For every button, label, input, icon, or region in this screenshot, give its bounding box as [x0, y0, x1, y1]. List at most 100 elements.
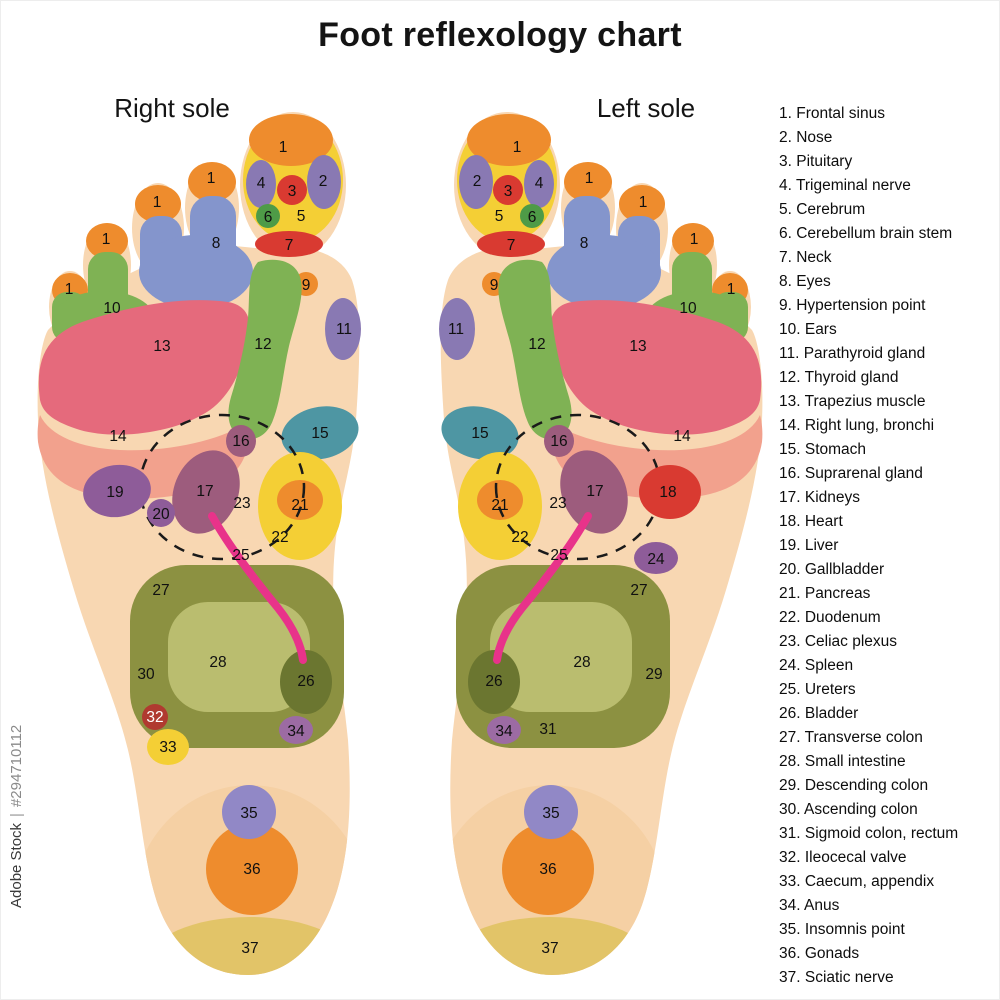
foot-label-right-27: 27 — [152, 582, 169, 599]
legend-item-2: 2. Nose — [779, 129, 833, 146]
legend-item-29: 29. Descending colon — [779, 777, 929, 794]
foot-label-right-2: 2 — [319, 173, 328, 190]
region-caecum-appendix — [147, 729, 189, 765]
watermark-id: #294710112 — [8, 724, 25, 808]
watermark: Adobe Stock | #294710112 — [8, 725, 25, 908]
foot-label-right-30: 30 — [137, 666, 155, 683]
foot-label-right-11: 11 — [336, 321, 352, 338]
legend-item-11: 11. Parathyroid gland — [779, 345, 926, 362]
foot-label-right-17: 17 — [196, 483, 213, 500]
foot-label-left-11: 11 — [448, 321, 464, 338]
region-heart — [639, 465, 701, 519]
legend-item-10: 10. Ears — [779, 321, 837, 338]
foot-label-right-37: 37 — [241, 940, 258, 957]
right-sole-label: Right sole — [114, 93, 230, 123]
foot-label-left-36: 36 — [539, 861, 556, 878]
foot-label-left-6: 6 — [528, 209, 537, 226]
legend-item-20: 20. Gallbladder — [779, 561, 885, 578]
foot-label-right-1: 1 — [279, 139, 288, 156]
foot-label-right-1: 1 — [153, 194, 162, 211]
legend-item-21: 21. Pancreas — [779, 585, 871, 602]
legend-item-35: 35. Insomnis point — [779, 921, 905, 938]
foot-label-left-29: 29 — [645, 666, 662, 683]
legend-item-18: 18. Heart — [779, 513, 843, 530]
foot-label-right-1: 1 — [207, 170, 216, 187]
foot-label-left-22: 22 — [511, 529, 528, 546]
foot-label-left-27: 27 — [630, 582, 647, 599]
foot-label-right-19: 19 — [106, 484, 123, 501]
foot-label-right-9: 9 — [302, 277, 311, 294]
foot-label-right-34: 34 — [287, 723, 305, 740]
foot-label-right-13: 13 — [153, 338, 170, 355]
left-foot-extras — [634, 465, 701, 574]
region-spleen — [634, 542, 678, 574]
foot-label-left-3: 3 — [504, 183, 513, 200]
legend-item-31: 31. Sigmoid colon, rectum — [779, 825, 959, 842]
foot-label-right-16: 16 — [232, 433, 249, 450]
foot-label-right-14: 14 — [109, 428, 127, 445]
legend-item-27: 27. Transverse colon — [779, 729, 923, 746]
foot-label-left-23: 23 — [549, 495, 566, 512]
foot-label-right-7: 7 — [285, 237, 294, 254]
foot-label-right-22: 22 — [271, 529, 288, 546]
legend-item-3: 3. Pituitary — [779, 153, 853, 170]
foot-label-left-24: 24 — [647, 551, 665, 568]
watermark-brand: Adobe Stock — [8, 822, 25, 908]
foot-label-right-1: 1 — [65, 281, 74, 298]
foot-label-right-35: 35 — [240, 805, 257, 822]
legend-item-16: 16. Suprarenal gland — [779, 465, 923, 482]
foot-label-left-8: 8 — [580, 235, 589, 252]
left-sole-label: Left sole — [596, 93, 696, 123]
legend-item-36: 36. Gonads — [779, 945, 860, 962]
foot-label-left-5: 5 — [495, 208, 504, 225]
foot-label-right-26: 26 — [297, 673, 314, 690]
legend-item-23: 23. Celiac plexus — [779, 633, 898, 650]
foot-label-right-21: 21 — [291, 497, 308, 514]
legend-item-32: 32. Ileocecal valve — [779, 849, 907, 866]
foot-label-left-37: 37 — [541, 940, 558, 957]
foot-label-right-12: 12 — [254, 336, 271, 353]
foot-label-left-12: 12 — [528, 336, 545, 353]
foot-label-left-31: 31 — [539, 721, 556, 738]
legend-item-34: 34. Anus — [779, 897, 840, 914]
foot-label-left-35: 35 — [542, 805, 559, 822]
legend-item-5: 5. Cerebrum — [779, 201, 866, 218]
region-ileocecal-valve — [142, 704, 168, 730]
legend-item-26: 26. Bladder — [779, 705, 859, 722]
page-title: Foot reflexology chart — [318, 16, 682, 54]
foot-label-right-10: 10 — [103, 300, 121, 317]
right-foot-extras — [83, 464, 189, 765]
foot-label-right-23: 23 — [233, 495, 250, 512]
foot-label-right-32: 32 — [146, 709, 163, 726]
foot-label-left-25: 25 — [550, 547, 567, 564]
foot-label-left-7: 7 — [507, 237, 516, 254]
region-liver — [83, 464, 151, 518]
foot-label-left-1: 1 — [639, 194, 648, 211]
legend-item-12: 12. Thyroid gland — [779, 369, 899, 386]
legend-item-28: 28. Small intestine — [779, 753, 906, 770]
foot-label-left-1: 1 — [513, 139, 522, 156]
foot-label-left-9: 9 — [490, 277, 499, 294]
right-foot — [38, 112, 368, 1000]
legend-item-33: 33. Caecum, appendix — [779, 873, 935, 890]
foot-label-right-8: 8 — [212, 235, 221, 252]
watermark-separator: | — [8, 813, 25, 817]
foot-label-left-28: 28 — [573, 654, 590, 671]
legend-item-9: 9. Hypertension point — [779, 297, 926, 314]
foot-label-left-26: 26 — [485, 673, 502, 690]
foot-label-right-5: 5 — [297, 208, 306, 225]
foot-label-left-2: 2 — [473, 173, 482, 190]
legend-item-17: 17. Kidneys — [779, 489, 860, 506]
foot-label-left-34: 34 — [495, 723, 513, 740]
foot-label-left-17: 17 — [586, 483, 603, 500]
legend-item-37: 37. Sciatic nerve — [779, 969, 894, 986]
foot-label-right-36: 36 — [243, 861, 260, 878]
legend-item-15: 15. Stomach — [779, 441, 867, 458]
foot-label-right-33: 33 — [159, 739, 176, 756]
foot-label-left-14: 14 — [673, 428, 691, 445]
foot-label-right-28: 28 — [209, 654, 226, 671]
legend-item-19: 19. Liver — [779, 537, 839, 554]
